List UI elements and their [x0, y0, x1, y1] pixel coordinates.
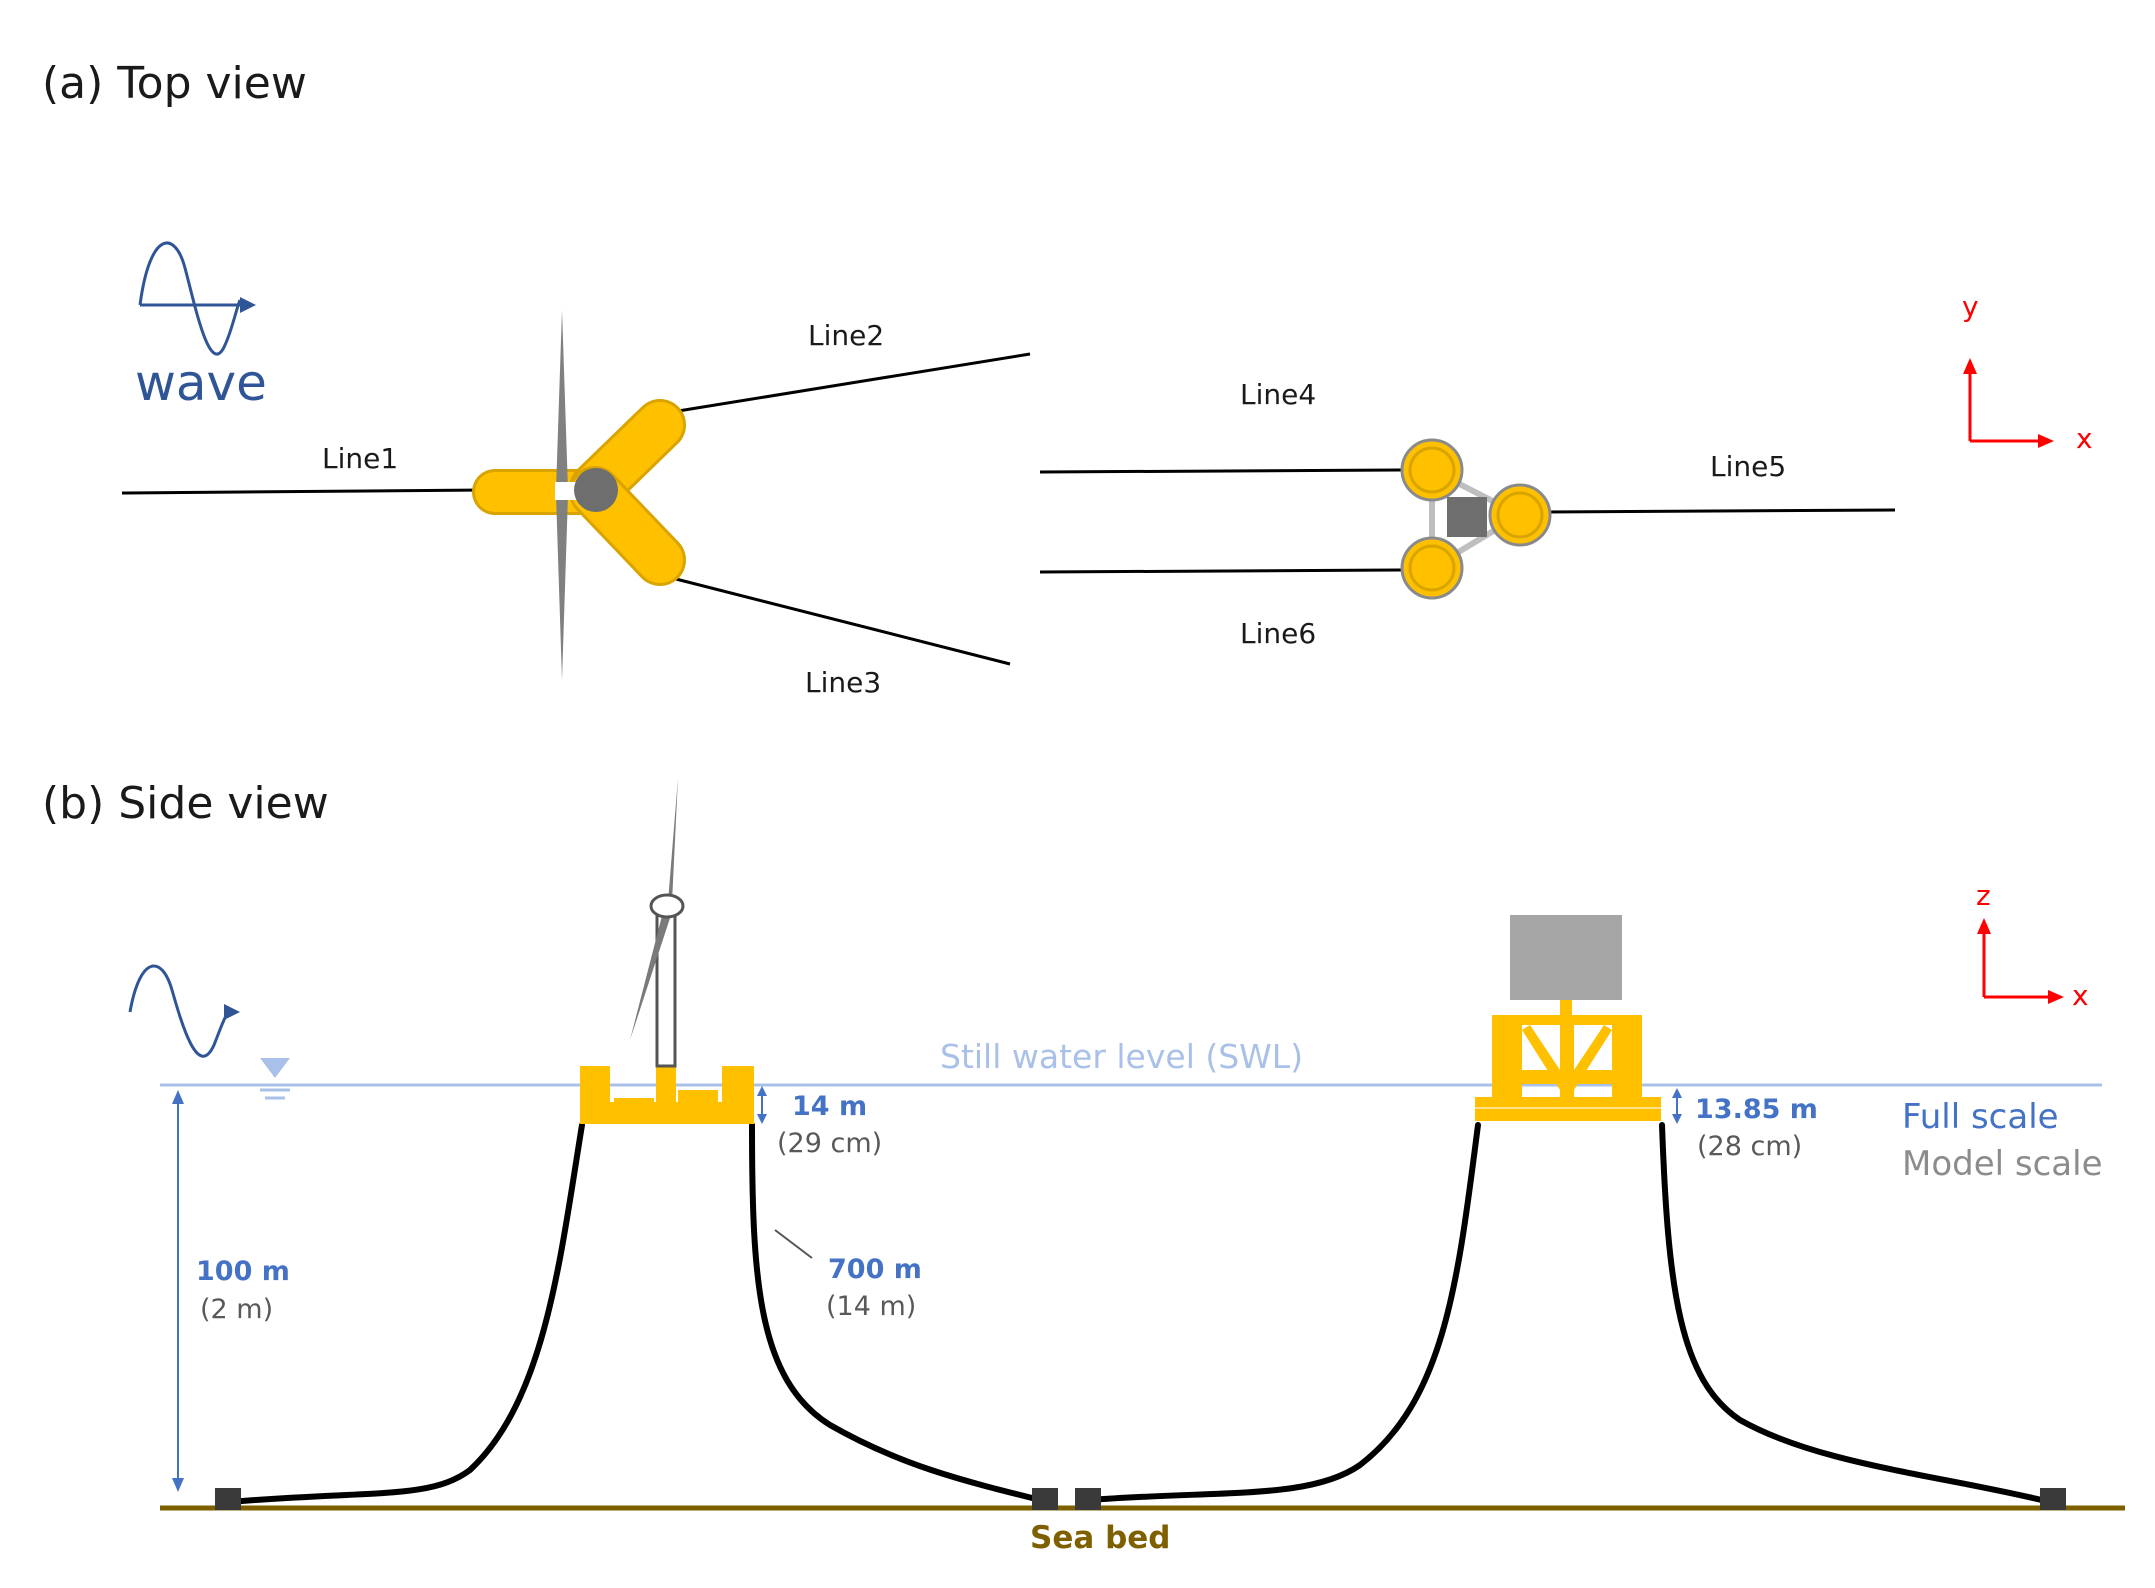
x-axis-label-top: x	[2076, 422, 2093, 455]
side-mooring-lines	[227, 1122, 2053, 1505]
mooring-line-5	[1544, 508, 1896, 514]
line6-label: Line6	[1240, 617, 1316, 650]
line1-label: Line1	[322, 442, 398, 475]
side-view-title: (b) Side view	[42, 778, 329, 829]
side-mooring-line-4	[1659, 1122, 2053, 1505]
turbine-blade-bottom-icon	[556, 495, 568, 680]
draft-1-dimension	[757, 1086, 767, 1124]
xy-axes-icon	[1963, 358, 2054, 448]
line5-label: Line5	[1710, 450, 1786, 483]
line2-label: Line2	[808, 319, 884, 352]
anchor-icon	[1032, 1488, 1058, 1510]
wave-icon	[138, 241, 256, 356]
depth-model-scale: (2 m)	[200, 1294, 273, 1325]
turbine-hub-icon	[574, 468, 618, 512]
platform-1-side	[580, 778, 754, 1124]
platform-1-top	[472, 310, 686, 680]
wec-box	[1510, 915, 1622, 1000]
platform-2-top	[1400, 438, 1552, 600]
y-axis-label: y	[1962, 290, 1979, 323]
platform-2-side	[1475, 915, 1661, 1121]
side-mooring-line-2	[749, 1122, 1043, 1503]
anchor-icon	[2040, 1488, 2066, 1510]
top-view-title: (a) Top view	[42, 58, 307, 109]
side-mooring-line-3	[1087, 1122, 1481, 1503]
depth-dimension-arrow	[172, 1090, 184, 1492]
mooring-line-3	[671, 576, 1011, 666]
anchor-icon	[1075, 1488, 1101, 1510]
xz-axes-icon	[1977, 918, 2064, 1004]
swl-label: Still water level (SWL)	[940, 1037, 1303, 1076]
depth-full-scale: 100 m	[196, 1256, 290, 1287]
legend-model-scale: Model scale	[1902, 1144, 2103, 1184]
mooring-line-1	[121, 488, 486, 495]
draft-2-full-scale: 13.85 m	[1695, 1094, 1818, 1125]
draft-1-model-scale: (29 cm)	[777, 1128, 882, 1159]
water-level-symbol-icon	[260, 1058, 290, 1100]
wec-box-icon	[1447, 497, 1487, 537]
line-length-leader	[774, 1229, 813, 1259]
anchor-icon	[215, 1488, 241, 1510]
line-length-model-scale: (14 m)	[826, 1291, 916, 1322]
z-axis-label: z	[1976, 879, 1991, 912]
turbine-blade-icon	[630, 908, 672, 1040]
legend-full-scale: Full scale	[1902, 1097, 2059, 1137]
side-mooring-line-1	[227, 1122, 585, 1505]
seabed-label: Sea bed	[1030, 1520, 1170, 1556]
mooring-line-6	[1039, 568, 1409, 574]
turbine-blade-top-icon	[556, 310, 568, 490]
line3-label: Line3	[805, 666, 881, 699]
line-length-full-scale: 700 m	[828, 1254, 922, 1285]
wave-icon	[128, 964, 240, 1058]
draft-2-model-scale: (28 cm)	[1697, 1131, 1802, 1162]
draft-2-dimension	[1672, 1088, 1682, 1124]
turbine-blade-icon	[668, 778, 678, 902]
wave-label: wave	[135, 354, 267, 412]
x-axis-label-side: x	[2072, 979, 2089, 1012]
turbine-nacelle-icon	[649, 893, 685, 919]
draft-1-full-scale: 14 m	[792, 1091, 867, 1122]
mooring-line-2	[671, 352, 1031, 414]
line4-label: Line4	[1240, 378, 1316, 411]
mooring-line-4	[1039, 468, 1409, 474]
